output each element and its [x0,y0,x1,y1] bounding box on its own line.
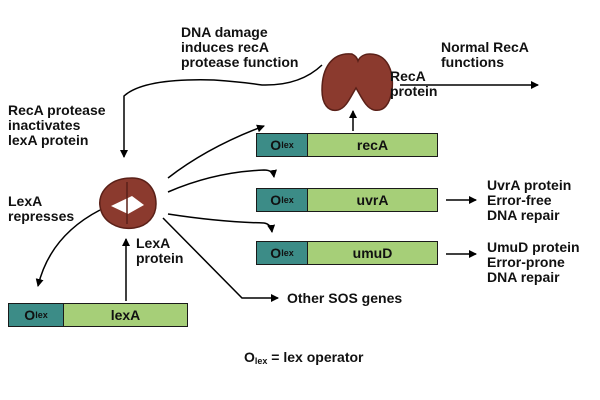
label-lexa-protein: LexA protein [136,235,184,266]
label-reca-protein: RecA protein [390,68,438,99]
label-other-sos: Other SOS genes [287,290,403,306]
arrow-lexa-to-reca [167,124,265,179]
gene-label-umud: umuD [308,242,437,264]
arrow-lexa-represses [35,209,101,287]
arrow-damage-to-reca [120,64,323,158]
arrow-lexa-to-other-sos [162,217,279,302]
label-reca-protease: RecA protease inactivates lexA protein [8,102,106,148]
label-lexa-represses: LexA represses [8,193,75,224]
gene-label-reca: recA [308,134,437,156]
label-normal-reca: Normal RecA functions [441,39,529,70]
label-umud-outcome: UmuD protein Error-prone DNA repair [487,239,580,285]
lexa-protein-shape [99,177,157,230]
label-uvra-outcome: UvrA protein Error-free DNA repair [487,177,572,223]
legend-operator: Olex = lex operator [244,349,364,366]
gene-label-uvra: uvrA [308,189,437,211]
arrow-lexa-to-umud [167,213,276,233]
reca-protein-shape [321,53,394,112]
gene-label-lexa: lexA [64,304,187,326]
label-dna-damage: DNA damage induces recA protease functio… [181,24,299,70]
arrow-lexa-to-uvra [167,169,277,193]
